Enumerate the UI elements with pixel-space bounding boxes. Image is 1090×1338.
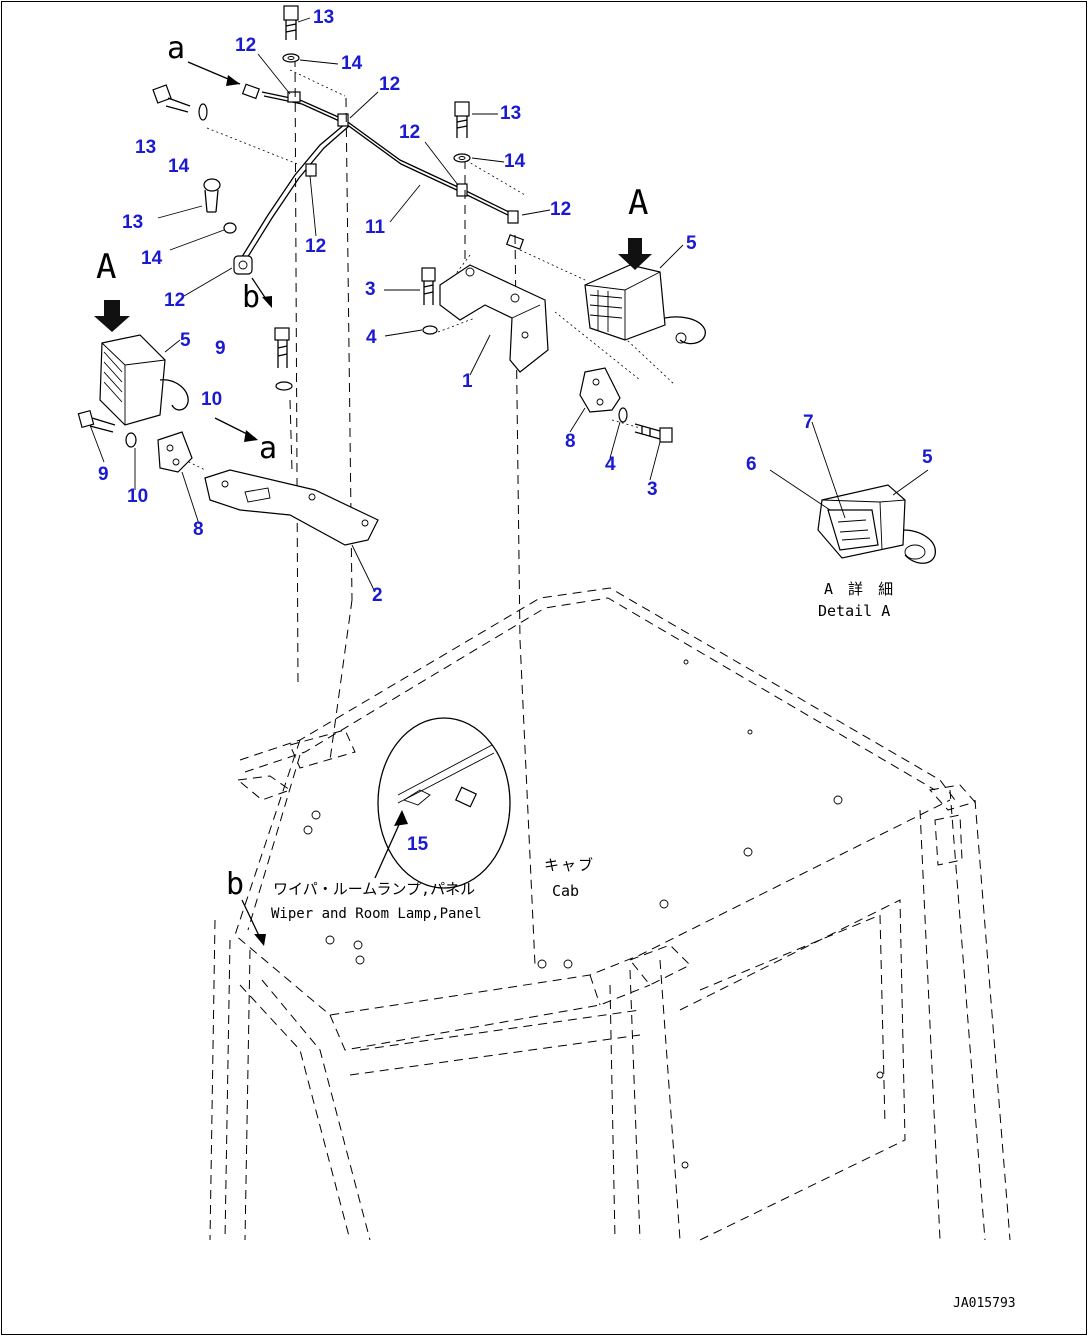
detail-a-lamp bbox=[769, 421, 936, 564]
bracket-1 bbox=[439, 264, 549, 373]
callout-14: 14 bbox=[341, 53, 363, 74]
reference-letter-b: b bbox=[242, 280, 261, 315]
reference-letter-a: a bbox=[259, 431, 278, 466]
bolt-3-right bbox=[618, 407, 673, 443]
work-lamp-left bbox=[99, 334, 189, 426]
callout-4: 4 bbox=[605, 454, 616, 475]
callout-12: 12 bbox=[235, 35, 257, 56]
detail-a-label-jp: A 詳 細 bbox=[824, 580, 897, 598]
bolt-3-left bbox=[421, 267, 438, 335]
wiper-panel-inset bbox=[374, 717, 511, 889]
callout-12: 12 bbox=[164, 290, 186, 311]
panel-label-en: Wiper and Room Lamp,Panel bbox=[271, 906, 482, 922]
view-arrow-a-left bbox=[94, 300, 130, 332]
callout-6: 6 bbox=[746, 454, 757, 475]
callout-11: 11 bbox=[365, 217, 386, 238]
bracket-2 bbox=[204, 469, 379, 546]
bolt-13-lower-left bbox=[203, 178, 237, 234]
callout-7: 7 bbox=[803, 412, 814, 433]
callout-9: 9 bbox=[215, 338, 226, 359]
callout-2: 2 bbox=[372, 585, 383, 606]
bolt-13-top bbox=[282, 5, 300, 63]
callout-14: 14 bbox=[141, 248, 163, 269]
detail-a-label-en: Detail A bbox=[818, 602, 891, 620]
callout-12: 12 bbox=[305, 236, 327, 257]
callout-1: 1 bbox=[462, 371, 473, 392]
bolt-9-top bbox=[274, 327, 293, 391]
callout-13: 13 bbox=[122, 212, 144, 233]
reference-letter-a: A bbox=[96, 247, 117, 287]
reference-letter-b: b bbox=[226, 867, 245, 902]
callout-13: 13 bbox=[313, 7, 335, 28]
callout-leaders bbox=[89, 17, 684, 593]
callout-15: 15 bbox=[407, 834, 429, 855]
direction-arrows bbox=[187, 61, 272, 946]
callout-3: 3 bbox=[365, 279, 376, 300]
callout-8: 8 bbox=[565, 431, 576, 452]
callout-9: 9 bbox=[98, 464, 109, 485]
callout-5: 5 bbox=[922, 447, 933, 468]
bolt-13-left bbox=[152, 84, 208, 121]
callout-12: 12 bbox=[399, 122, 421, 143]
callout-5: 5 bbox=[180, 330, 191, 351]
callout-13: 13 bbox=[500, 103, 522, 124]
bolt-13-mid bbox=[453, 101, 471, 163]
cab-label-jp: キャブ bbox=[544, 856, 596, 874]
callout-14: 14 bbox=[168, 156, 190, 177]
callout-8: 8 bbox=[193, 519, 204, 540]
bolt-9-left bbox=[77, 409, 137, 448]
callout-13: 13 bbox=[135, 137, 157, 158]
wiring-harness bbox=[233, 83, 525, 275]
callout-4: 4 bbox=[366, 327, 377, 348]
view-arrow-a-right bbox=[618, 238, 652, 270]
callout-12: 12 bbox=[379, 74, 401, 95]
callout-10: 10 bbox=[127, 486, 149, 507]
callout-14: 14 bbox=[504, 151, 526, 172]
reference-letter-a: a bbox=[167, 31, 186, 66]
cab-label-en: Cab bbox=[552, 882, 580, 900]
panel-label-jp: ワイパ・ルームランプ,パネル bbox=[273, 880, 476, 898]
drawing-code: JA015793 bbox=[953, 1296, 1016, 1311]
callout-12: 12 bbox=[550, 199, 572, 220]
callout-10: 10 bbox=[201, 389, 223, 410]
cab-roof bbox=[209, 587, 1011, 1241]
callout-3: 3 bbox=[647, 479, 658, 500]
bracket-8-right bbox=[579, 367, 621, 413]
reference-letter-a: A bbox=[628, 183, 649, 223]
callout-5: 5 bbox=[686, 233, 697, 254]
bracket-8-left bbox=[157, 431, 193, 473]
leader-lines bbox=[174, 69, 676, 471]
work-lamp-right bbox=[584, 264, 706, 345]
